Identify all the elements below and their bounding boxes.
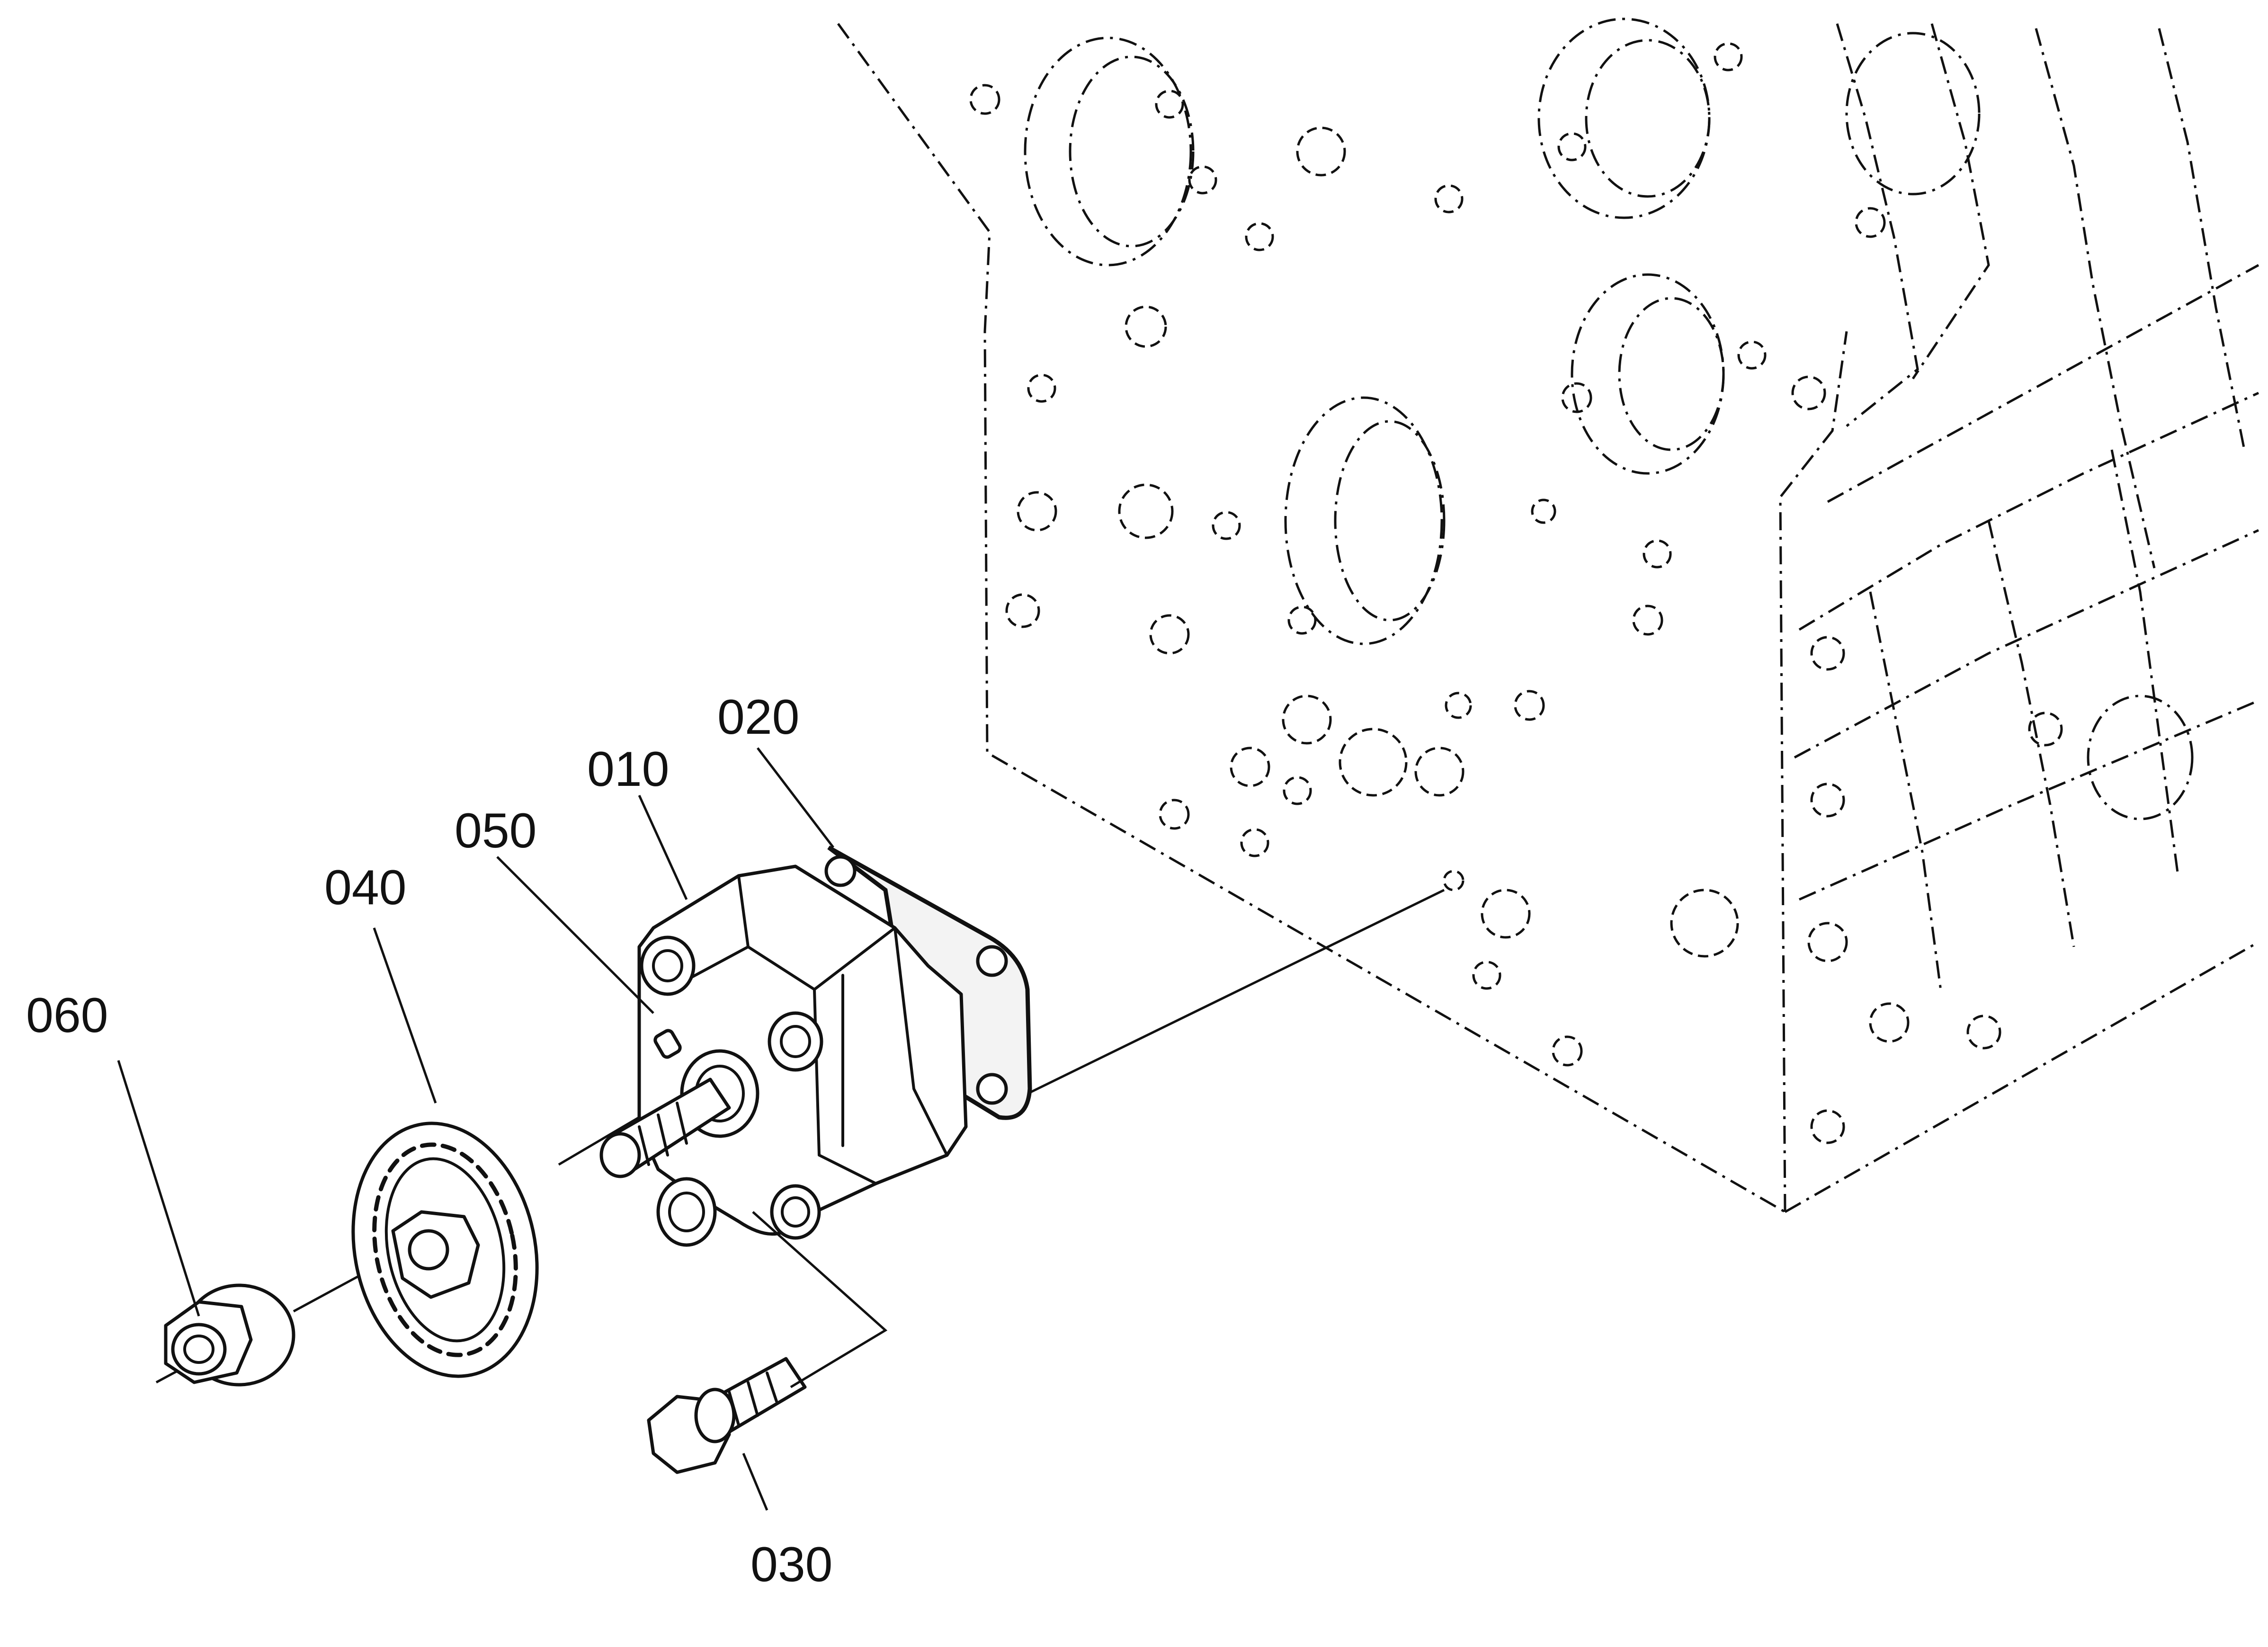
label-030: 030	[750, 1537, 833, 1592]
leader-060	[117, 1060, 200, 1317]
label-020: 020	[717, 690, 800, 745]
leader-040	[373, 927, 437, 1104]
leader-050	[496, 856, 654, 1014]
bolt-030-alignment-line	[752, 1211, 888, 1389]
part-050-shaft-key	[599, 1029, 731, 1247]
label-010: 010	[587, 742, 670, 797]
leader-010	[638, 794, 688, 900]
label-060: 060	[26, 988, 108, 1043]
leader-lines	[117, 747, 834, 1511]
part-040-gear	[351, 1122, 539, 1378]
engine-block	[837, 18, 2259, 1213]
label-040: 040	[324, 860, 407, 915]
part-060-flange-nut	[164, 1283, 295, 1387]
leader-030	[742, 1453, 768, 1511]
part-010-pump-body	[637, 864, 968, 1240]
leader-020	[757, 747, 834, 848]
part-030-bolt	[647, 1357, 807, 1474]
part-labels: 010 020 030 040 050 060	[26, 690, 833, 1592]
label-050: 050	[455, 803, 537, 858]
